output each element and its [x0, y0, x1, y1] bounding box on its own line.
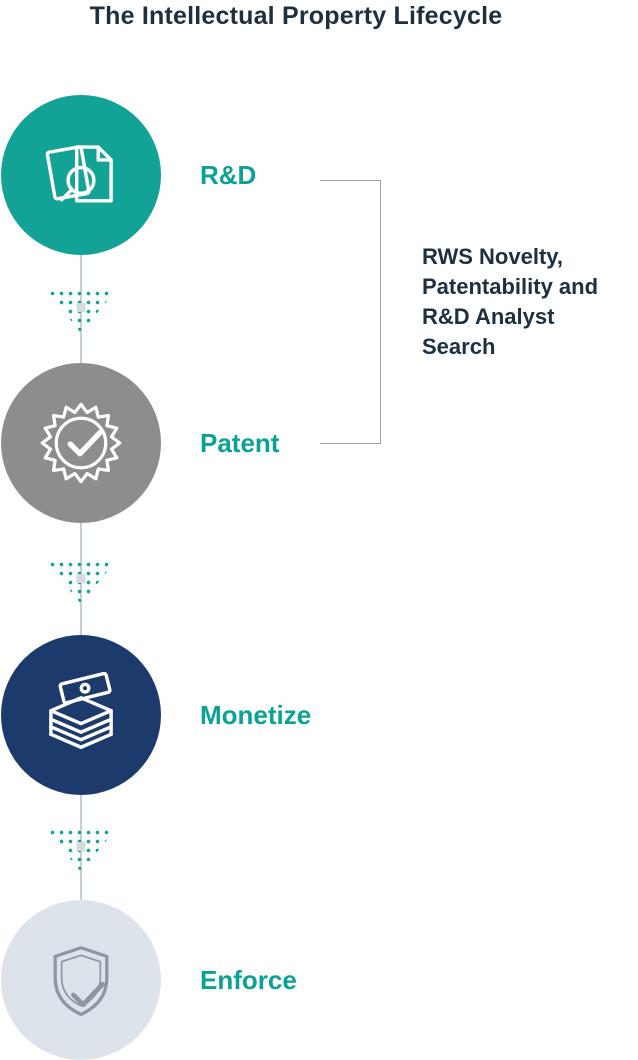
award-seal-icon: [40, 402, 122, 484]
page-title: The Intellectual Property Lifecycle: [89, 2, 503, 30]
shield-check-icon: [53, 946, 109, 1017]
annotation-text: RWS Novelty, Patentability and R&D Analy…: [422, 242, 638, 362]
down-arrow-dots-1: [44, 287, 118, 333]
annotation-line: Search: [422, 334, 496, 359]
annotation-line: Patentability and: [422, 274, 599, 299]
annotation-line: R&D Analyst: [422, 304, 555, 329]
stage-label-monetize: Monetize: [200, 700, 312, 730]
stage-label-enforce: Enforce: [200, 965, 297, 995]
stage-circle-rd: [1, 95, 161, 255]
down-arrow-dots-2: [44, 558, 118, 604]
stage-circle-monetize: [1, 635, 161, 795]
stage-label-patent: Patent: [200, 428, 280, 458]
stage-label-rd: R&D: [200, 160, 257, 190]
document-search-icon: [45, 145, 113, 203]
down-arrow-dots-3: [44, 826, 118, 872]
annotation-line: RWS Novelty,: [422, 244, 563, 269]
stage-circle-enforce: [1, 900, 161, 1060]
bracket-connector: [320, 180, 381, 444]
stage-circle-patent: [1, 363, 161, 523]
money-stack-icon: [49, 672, 113, 749]
